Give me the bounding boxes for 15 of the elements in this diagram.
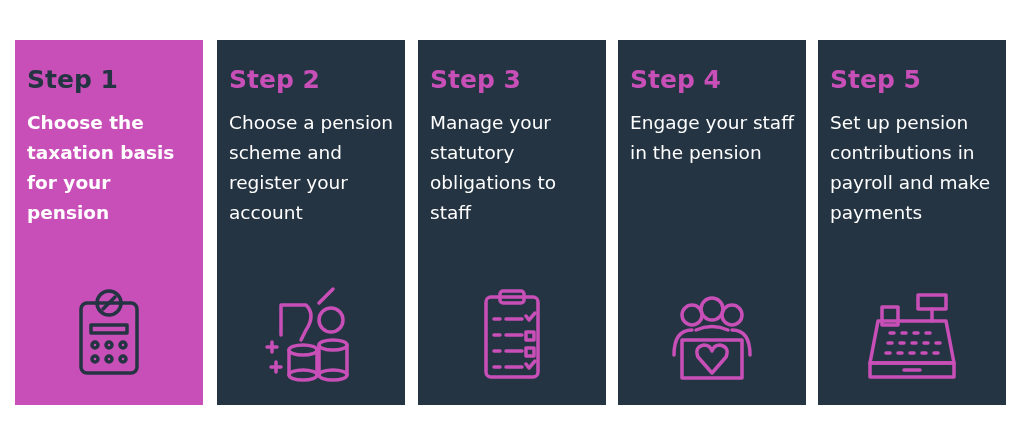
step-heading: Step 5 bbox=[830, 64, 921, 96]
step-card bbox=[217, 40, 405, 405]
step-card bbox=[15, 40, 203, 405]
step-heading: Step 1 bbox=[27, 64, 118, 96]
step-card bbox=[418, 40, 606, 405]
step-heading: Step 2 bbox=[229, 64, 320, 96]
step-card bbox=[818, 40, 1006, 405]
step-description: Set up pension contributions in payroll and make payments bbox=[830, 111, 992, 225]
step-heading: Step 3 bbox=[430, 64, 521, 96]
step-description: Choose the taxation basis for your pension bbox=[27, 111, 176, 225]
step-heading: Step 4 bbox=[630, 64, 721, 96]
step-description: Choose a pension scheme and register your account bbox=[229, 111, 395, 225]
step-card bbox=[618, 40, 806, 405]
step-description: Engage your staff in the pension bbox=[630, 111, 796, 165]
step-description: Manage your statutory obligations to staff bbox=[430, 111, 557, 225]
